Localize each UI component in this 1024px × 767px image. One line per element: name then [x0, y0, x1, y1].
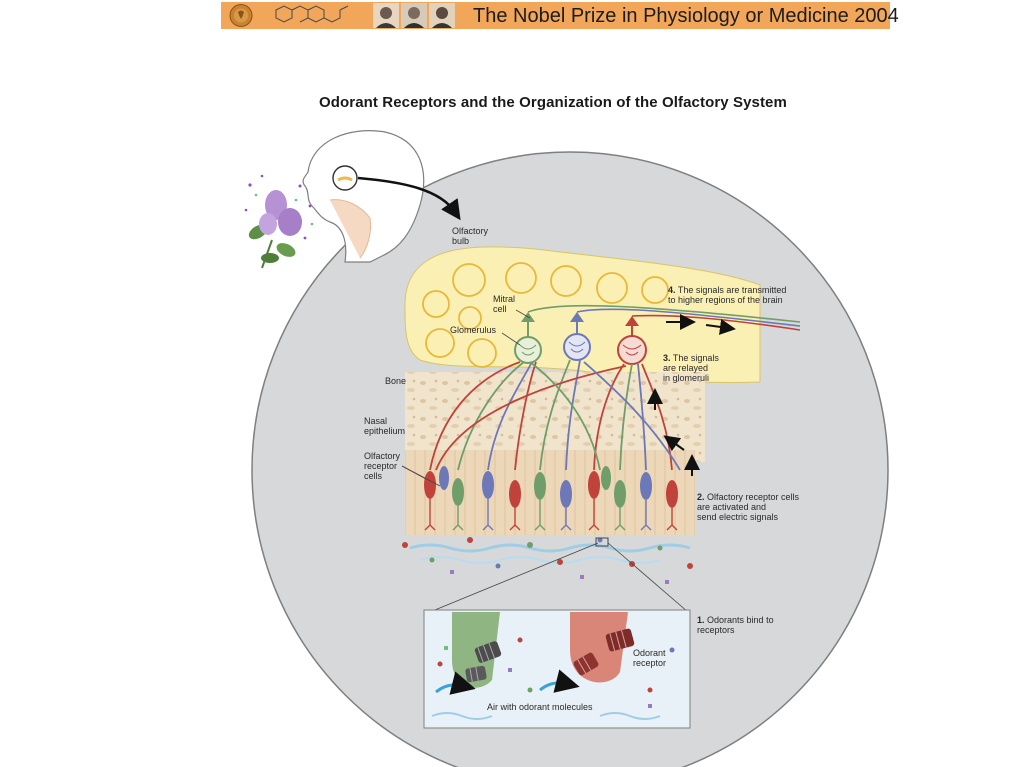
inset-odorant-molecules: [437, 637, 675, 708]
receptor-inset: [423, 537, 691, 729]
olfactory-receptor-cells: [424, 466, 678, 508]
air-arrow-icon: [539, 669, 580, 693]
step-4: 4. The signals are transmitted to higher…: [668, 285, 787, 305]
label-air-with-odorant-molecules: Air with odorant molecules: [487, 702, 593, 712]
receptor-cilia: [424, 499, 678, 531]
red-odorant-receptor-icon: [605, 628, 635, 652]
nobel-medal-icon: [229, 4, 253, 27]
step-1: 1. Odorants bind to receptors: [697, 615, 774, 635]
label-odorant-receptor: Odorant receptor: [633, 648, 667, 668]
zoom-arrow: [357, 176, 461, 221]
airflow-odorants: [402, 537, 693, 584]
label-glomerulus: Glomerulus: [450, 325, 497, 335]
label-bone: Bone: [385, 376, 407, 386]
step-arrows: [647, 314, 736, 476]
step-3: 3. The signals are relayed in glomeruli: [663, 353, 719, 383]
glomerulus-red: [617, 316, 647, 365]
receptor-axons: [429, 359, 681, 471]
lilac-flower-icon: [244, 174, 314, 269]
nasal-epithelium-layer: [405, 450, 695, 535]
nobel-banner: The Nobel Prize in Physiology or Medicin…: [221, 2, 899, 29]
human-head-profile: [302, 130, 425, 263]
glomerulus-blue: [563, 312, 591, 361]
molecule-structure-icon: [275, 5, 349, 23]
step-2: 2. Olfactory receptor cells are activate…: [697, 492, 800, 522]
label-mitral-cell: Mitral cell: [493, 294, 515, 314]
figure-title: Odorant Receptors and the Organization o…: [319, 94, 787, 111]
laureate-portrait-icon: [373, 3, 455, 28]
air-arrow-icon: [435, 671, 476, 695]
mitral-axon-tracts: [527, 304, 801, 331]
label-olfactory-receptor-cells: Olfactory receptor cells: [364, 451, 401, 481]
label-olfactory-bulb: Olfactory bulb: [452, 226, 489, 246]
label-nasal-epithelium: Nasal epithelium: [364, 416, 406, 436]
red-bound-receptor-icon: [573, 652, 599, 676]
green-odorant-receptor-icon: [474, 641, 502, 663]
bone-layer: [405, 372, 705, 462]
banner-title: The Nobel Prize in Physiology or Medicin…: [473, 5, 899, 27]
olfactory-bulb-shape: [404, 246, 761, 383]
bulb-glomeruli-outlines: [422, 262, 669, 368]
banner-image-strip: [221, 2, 471, 29]
